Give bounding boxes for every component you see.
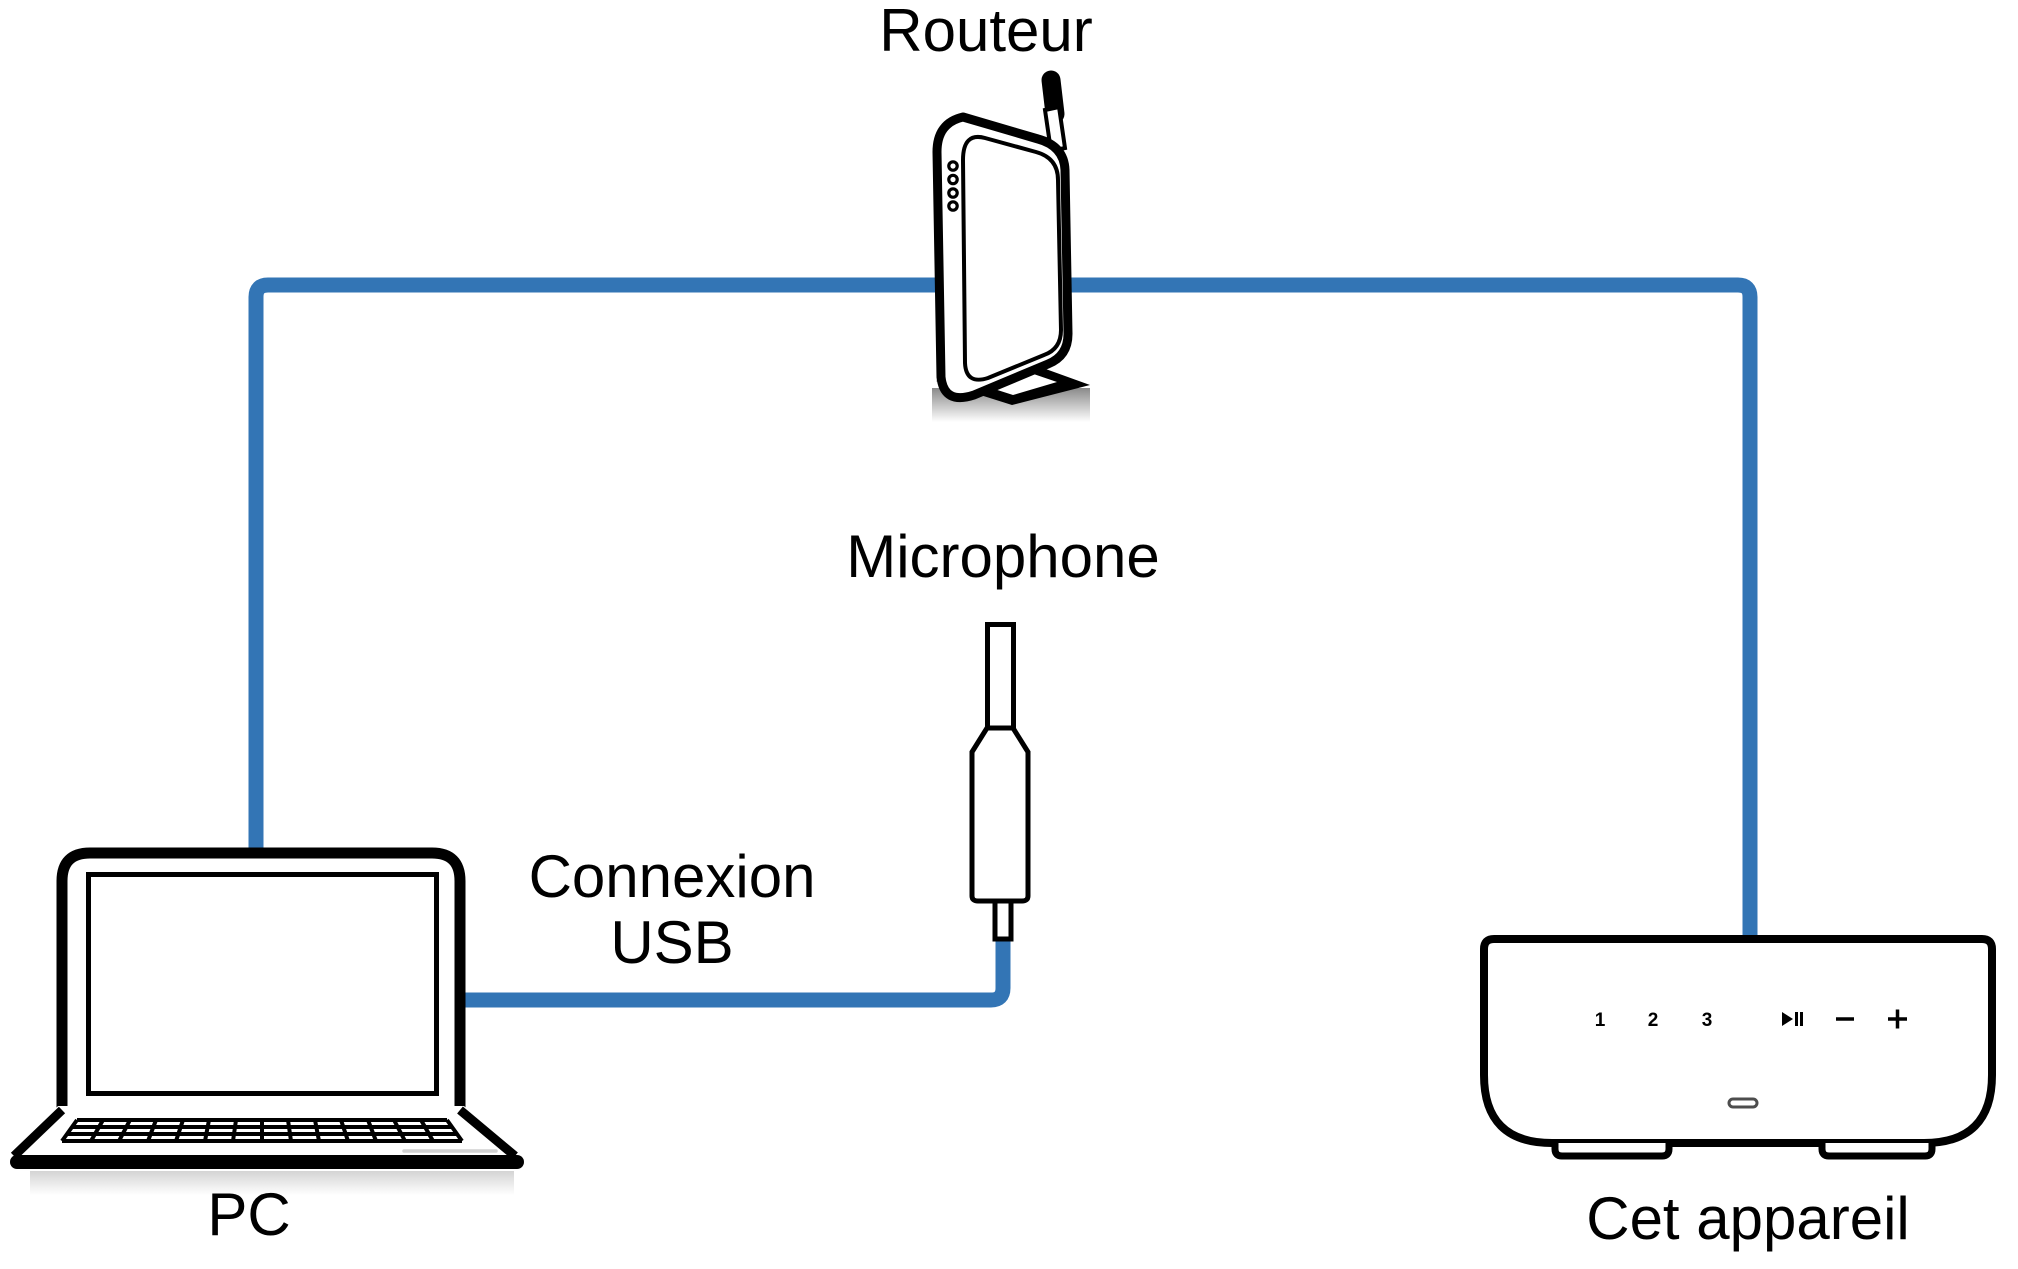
- microphone-illustration: [969, 622, 1031, 942]
- device-foot-left: [1551, 1143, 1673, 1160]
- device-foot-right: [1818, 1143, 1936, 1160]
- preset-button-2: 2: [1648, 1010, 1659, 1031]
- usb-connection-label-line1: Connexion: [528, 843, 816, 910]
- device-control-panel: 1 2 3: [1595, 1010, 1713, 1031]
- microphone-label: Microphone: [846, 523, 1160, 590]
- router-illustration: [932, 70, 1090, 405]
- router-led-icons: [947, 160, 959, 212]
- microphone-body: [969, 725, 1031, 904]
- router-front-panel: [960, 135, 1064, 382]
- pc-shadow: [30, 1171, 514, 1195]
- power-indicator-icon: [1727, 1097, 1759, 1109]
- pc-illustration: [10, 847, 524, 1169]
- device-body: [1480, 935, 1996, 1147]
- pc-screen: [86, 872, 439, 1096]
- microphone-stem: [985, 622, 1016, 731]
- pc-label: PC: [207, 1181, 291, 1248]
- device-illustration: 1 2 3: [1480, 935, 1996, 1160]
- preset-button-1: 1: [1595, 1010, 1606, 1031]
- pc-keyboard-grid: [60, 1118, 464, 1143]
- pc-deck-sides: [10, 1106, 518, 1160]
- microphone-connector: [992, 898, 1014, 942]
- usb-connection-label: Connexion USB: [529, 844, 816, 976]
- router-label: Routeur: [879, 0, 1093, 64]
- usb-cable: [462, 939, 1011, 1008]
- volume-up-icon: [1888, 1009, 1907, 1029]
- usb-connection-label-line2: USB: [610, 909, 734, 976]
- preset-button-3: 3: [1702, 1010, 1713, 1031]
- router-body: [932, 112, 1073, 403]
- play-pause-icon: [1782, 1012, 1803, 1026]
- device-label: Cet appareil: [1586, 1185, 1910, 1252]
